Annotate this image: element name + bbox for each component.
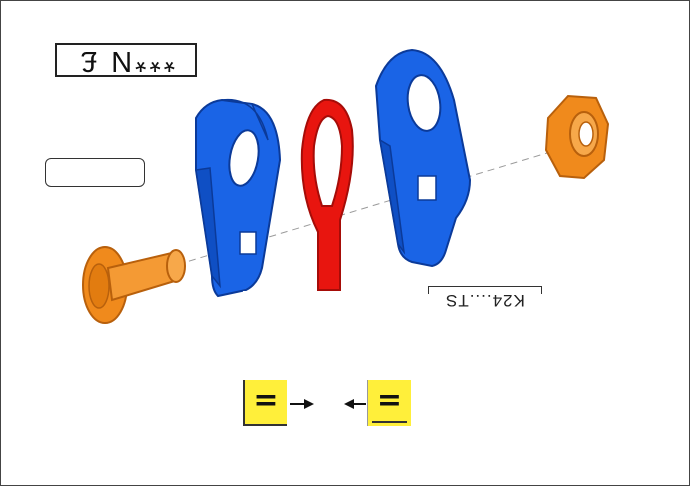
bolt-part (82, 246, 186, 324)
code-label-text: K24....TS (445, 291, 525, 310)
nut-part (544, 94, 610, 180)
cutout-mask (243, 291, 368, 311)
equal-underline (372, 421, 407, 423)
link-part (300, 98, 354, 291)
right-bracket-part (374, 48, 472, 268)
equal-marker-left: = (243, 380, 287, 426)
arrow-right-icon (290, 399, 314, 409)
arrow-left-icon (344, 399, 366, 409)
equal-sign-left: = (253, 383, 279, 418)
equal-marker-right: = (367, 380, 411, 426)
empty-label-box (45, 158, 145, 187)
code-label-bracket (428, 286, 542, 294)
left-bracket-part (195, 98, 282, 298)
equal-sign-right: = (376, 383, 403, 418)
code-label-box: K24....TS (428, 288, 542, 312)
assembly-axis-line (119, 139, 591, 283)
part-number-box: ***N £ (55, 43, 197, 77)
